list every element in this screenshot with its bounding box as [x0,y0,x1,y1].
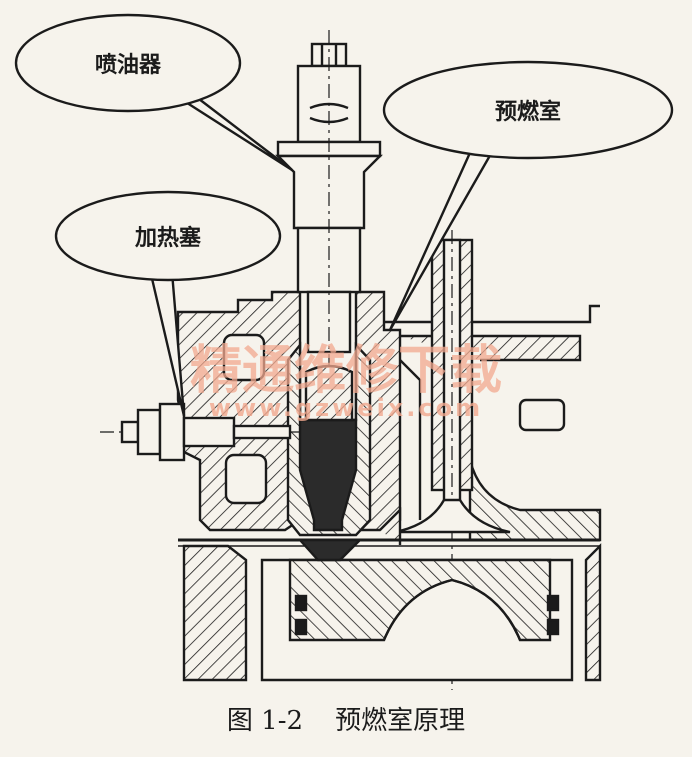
figure-number: 图 1-2 [226,706,304,736]
watermark-cn: 精通维修下载 [190,340,502,401]
figure-title: 预燃室原理 [335,706,466,736]
label-glow-plug: 加热塞 [134,225,202,251]
injector [275,30,383,430]
cylinder-block [182,543,602,682]
label-prechamber: 预燃室 [495,99,561,125]
callout-prechamber [382,60,674,331]
label-injector: 喷油器 [95,53,162,78]
figure-caption: 图 1-2 预燃室原理 [0,700,692,737]
watermark-url: www.gzweix.com [209,394,483,422]
callout-glow-plug [54,190,282,417]
callout-injector [14,13,293,172]
prechamber-insert [286,341,372,537]
glow-plug [100,402,300,462]
valve [379,230,511,690]
piston [260,538,574,682]
